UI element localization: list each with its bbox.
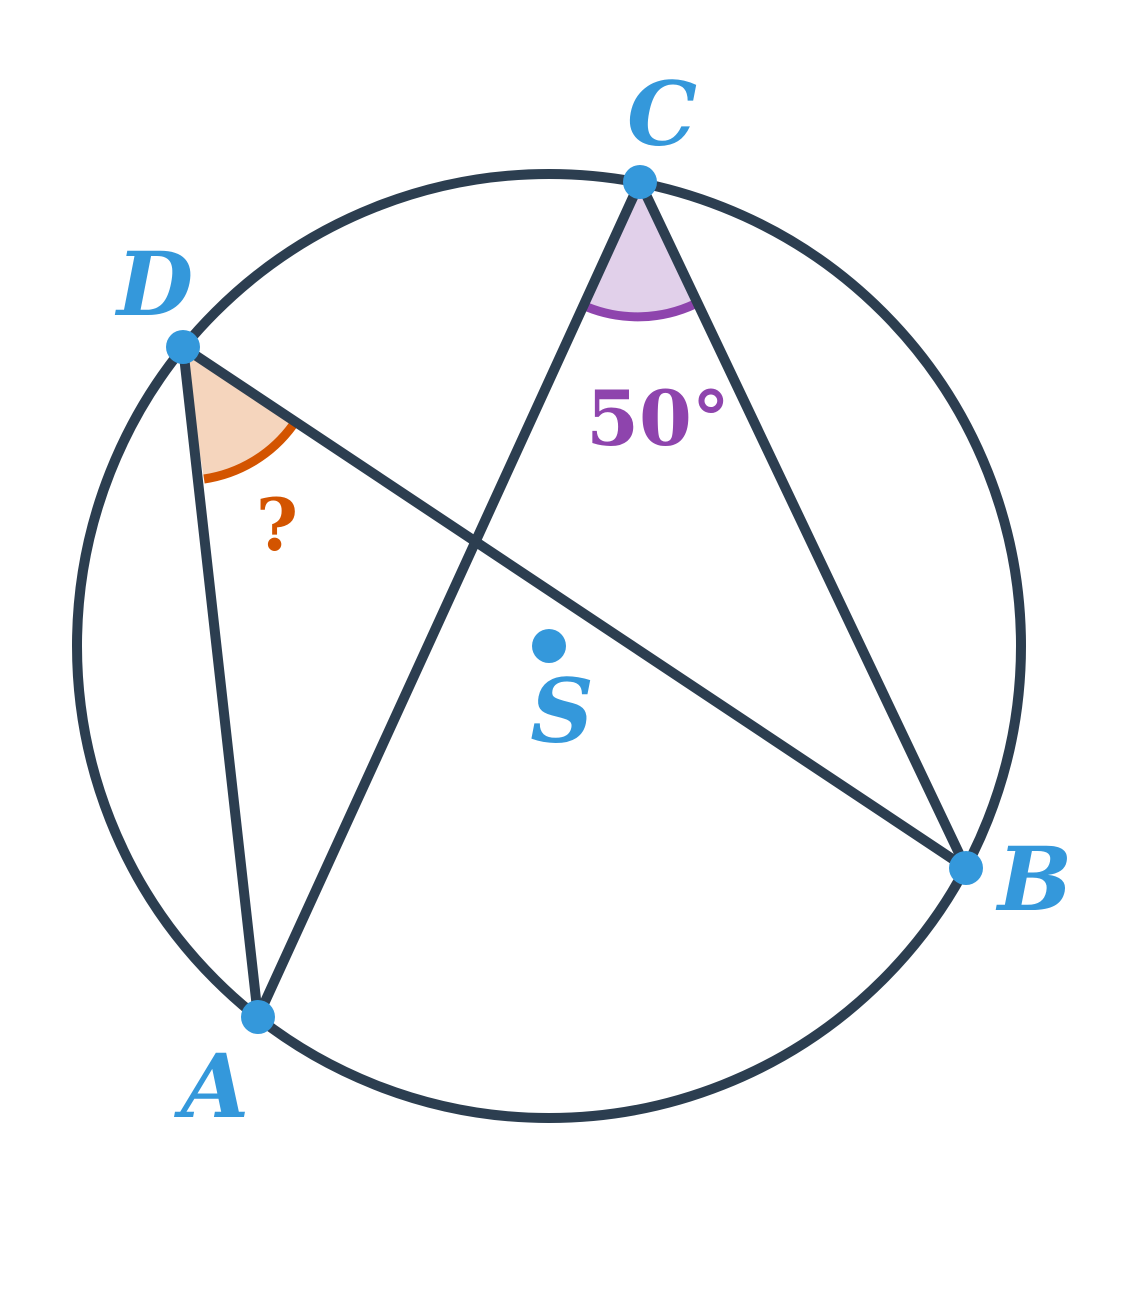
point-c xyxy=(623,165,657,199)
angle-d-label: ? xyxy=(256,482,298,567)
segment-db xyxy=(178,342,971,873)
label-b: B xyxy=(995,827,1072,931)
label-s: S xyxy=(530,659,594,763)
label-d: D xyxy=(114,232,193,336)
angle-c-arc xyxy=(585,299,697,322)
segment-da xyxy=(178,342,263,1022)
point-s xyxy=(532,629,566,663)
angle-c-label: 50° xyxy=(586,374,730,463)
label-c: C xyxy=(627,62,697,166)
angle-c-sector xyxy=(587,182,695,317)
circle xyxy=(72,169,1026,1123)
label-a: A xyxy=(174,1034,249,1138)
point-d xyxy=(166,330,200,364)
segment-cb xyxy=(635,177,971,873)
angle-d-sector xyxy=(183,347,293,479)
angle-d-arc xyxy=(203,422,297,484)
segment-ca xyxy=(253,177,645,1022)
point-a xyxy=(241,1000,275,1034)
point-b xyxy=(949,851,983,885)
